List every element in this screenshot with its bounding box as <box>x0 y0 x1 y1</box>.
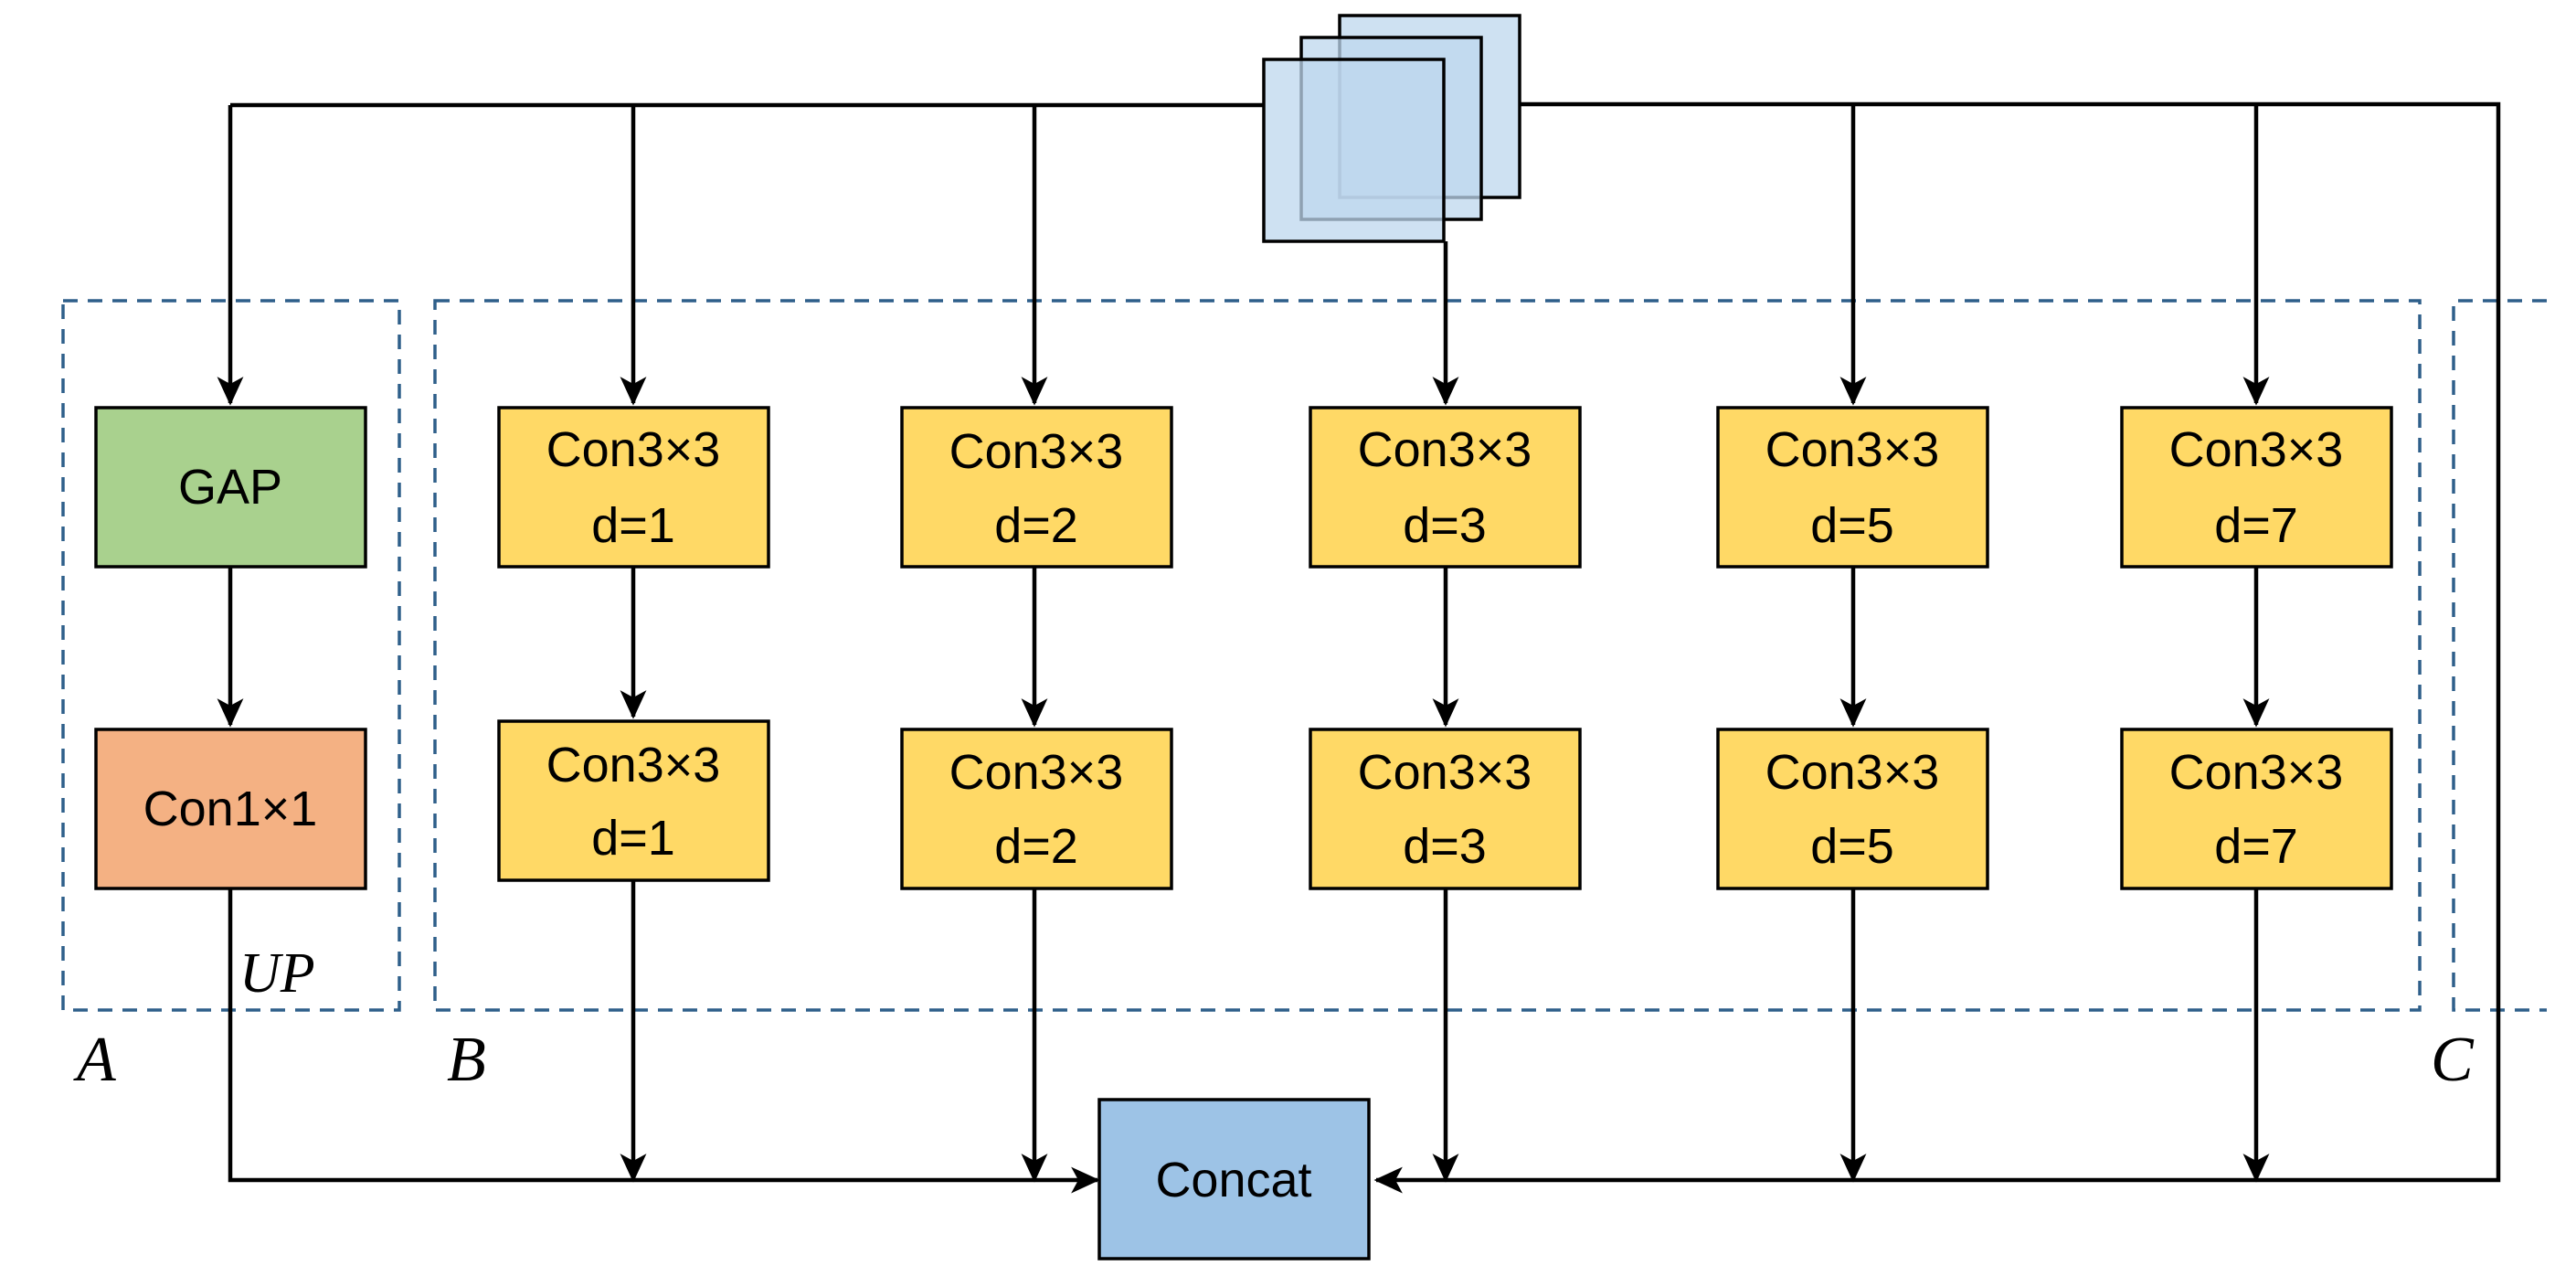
conv3x3-d5-first-dilation: d=5 <box>1810 498 1894 553</box>
conv3x3-d5-second-box <box>1716 728 1989 890</box>
branch-b: Con3×3 d=1 Con3×3 d=1 Con3×3 d=2 Con3×3 … <box>497 406 2393 890</box>
branch-d2: Con3×3 d=2 Con3×3 d=2 <box>900 406 1173 890</box>
conv1x1-box <box>94 728 367 890</box>
region-labels: A B C <box>73 1025 2475 1095</box>
upsample-label: UP <box>239 942 315 1005</box>
conv1x1-label: Con1×1 <box>143 782 318 836</box>
conv3x3-d3-second-dilation: d=3 <box>1403 819 1487 874</box>
conv3x3-d2-first-title: Con3×3 <box>949 424 1124 479</box>
region-b-outline <box>433 299 2422 1012</box>
conv3x3-d7-second-dilation: d=7 <box>2214 819 2298 874</box>
input-feature-map-stack <box>1262 14 1521 243</box>
branch-d1: Con3×3 d=1 Con3×3 d=1 <box>497 406 770 882</box>
output-bus-left <box>228 888 1100 1194</box>
concat-box <box>1097 1098 1371 1260</box>
conv3x3-d7-first-box <box>2120 406 2393 569</box>
concat-node: Concat <box>1097 1098 1371 1260</box>
conv3x3-d1-second-title: Con3×3 <box>546 738 721 792</box>
conv3x3-d1-first-title: Con3×3 <box>546 422 721 477</box>
conv3x3-d2-second-title: Con3×3 <box>949 745 1124 800</box>
branch-a: GAP Con1×1 UP <box>94 406 367 1005</box>
conv3x3-d2-second-box <box>900 728 1173 890</box>
conv3x3-d1-second-dilation: d=1 <box>591 811 675 866</box>
conv3x3-d5-second-dilation: d=5 <box>1810 819 1894 874</box>
conv3x3-d3-second-title: Con3×3 <box>1358 745 1532 800</box>
conv3x3-d1-first-box <box>497 406 770 569</box>
input-bus-right <box>1373 101 2501 1194</box>
conv3x3-d7-first-title: Con3×3 <box>2169 422 2344 477</box>
branch-d7: Con3×3 d=7 Con3×3 d=7 <box>2120 406 2393 890</box>
connectors <box>217 101 2501 1194</box>
conv3x3-d2-second-dilation: d=2 <box>994 819 1078 874</box>
branch-d3: Con3×3 d=3 Con3×3 d=3 <box>1309 406 1582 890</box>
conv3x3-d3-second-box <box>1309 728 1582 890</box>
conv3x3-d3-first-box <box>1309 406 1582 569</box>
conv3x3-d7-first-dilation: d=7 <box>2214 498 2298 553</box>
branch-d5: Con3×3 d=5 Con3×3 d=5 <box>1716 406 1989 890</box>
conv3x3-d3-first-title: Con3×3 <box>1358 422 1532 477</box>
conv3x3-d5-second-title: Con3×3 <box>1765 745 1940 800</box>
gap-box <box>94 406 367 569</box>
conv3x3-d2-first-dilation: d=2 <box>994 498 1078 553</box>
gap-label: GAP <box>178 460 282 515</box>
region-c-label: C <box>2431 1025 2475 1095</box>
conv3x3-d7-second-box <box>2120 728 2393 890</box>
conv3x3-d5-first-title: Con3×3 <box>1765 422 1940 477</box>
conv3x3-d3-first-dilation: d=3 <box>1403 498 1487 553</box>
conv3x3-d2-first-box <box>900 406 1173 569</box>
region-a-label: A <box>73 1025 116 1095</box>
conv3x3-d7-second-title: Con3×3 <box>2169 745 2344 800</box>
conv3x3-d5-first-box <box>1716 406 1989 569</box>
concat-label: Concat <box>1155 1153 1311 1207</box>
conv3x3-d1-second-box <box>497 719 770 882</box>
conv3x3-d1-first-dilation: d=1 <box>591 498 675 553</box>
feature-map-front <box>1262 58 1446 243</box>
region-b-label: B <box>447 1025 486 1095</box>
